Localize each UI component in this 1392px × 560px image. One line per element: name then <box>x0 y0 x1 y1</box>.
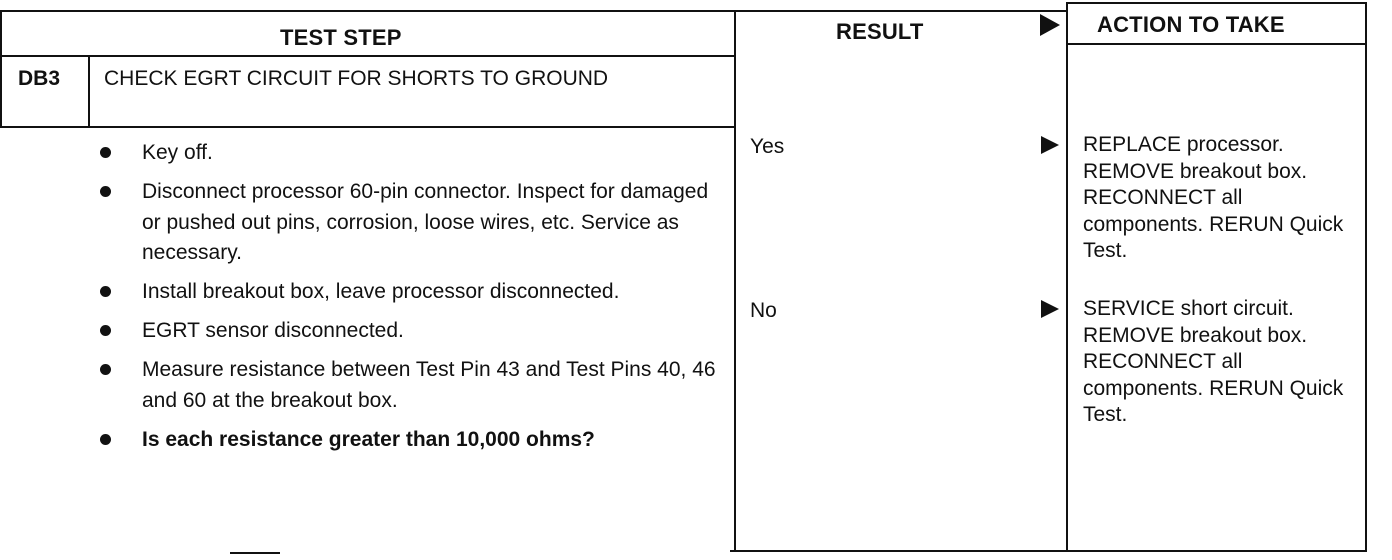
result-yes: Yes <box>750 135 785 158</box>
bullet-text: Disconnect processor 60-pin connector. I… <box>142 180 709 264</box>
result-column-divider <box>734 10 736 552</box>
bullet-dot-icon <box>100 286 111 297</box>
action-top-border <box>1066 2 1366 4</box>
bullet-text: Key off. <box>142 141 213 164</box>
bullet-egrt-disconnected: EGRT sensor disconnected. <box>96 316 716 347</box>
header-arrow-icon <box>1040 14 1060 36</box>
table-right-border <box>1365 2 1367 552</box>
bullet-install-breakout-box: Install breakout box, leave processor di… <box>96 277 716 308</box>
bullet-text: Install breakout box, leave processor di… <box>142 280 620 303</box>
step-bottom-mark <box>230 552 280 554</box>
table-left-border <box>0 10 2 128</box>
action-column-divider <box>1066 2 1068 552</box>
bullet-measure-resistance: Measure resistance between Test Pin 43 a… <box>96 355 716 416</box>
bullet-question: Is each resistance greater than 10,000 o… <box>96 425 716 456</box>
bullet-dot-icon <box>100 364 111 375</box>
result-yes-arrow-icon <box>1041 136 1059 154</box>
header-bottom-border <box>0 55 735 57</box>
bullet-text: Measure resistance between Test Pin 43 a… <box>142 358 716 412</box>
action-yes: REPLACE processor. REMOVE breakout box. … <box>1083 133 1344 262</box>
step-id-divider <box>88 56 90 128</box>
bullet-dot-icon <box>100 433 111 445</box>
table-bottom-border <box>730 550 1366 552</box>
bullet-key-off: Key off. <box>96 138 716 169</box>
bullet-dot-icon <box>100 147 111 158</box>
bullet-dot-icon <box>100 325 111 336</box>
result-no-arrow-icon <box>1041 300 1059 318</box>
action-header-bottom-border <box>1066 43 1366 45</box>
header-result: RESULT <box>836 19 924 44</box>
bullet-dot-icon <box>100 186 111 197</box>
step-id: DB3 <box>18 67 61 90</box>
bullet-text: EGRT sensor disconnected. <box>142 319 404 342</box>
step-title-bottom-border <box>0 126 735 128</box>
header-action: ACTION TO TAKE <box>1097 12 1285 37</box>
step-instruction-list: Key off. Disconnect processor 60-pin con… <box>96 138 716 464</box>
header-test-step: TEST STEP <box>280 25 402 50</box>
bullet-text: Is each resistance greater than 10,000 o… <box>142 427 595 451</box>
action-no: SERVICE short circuit. REMOVE breakout b… <box>1083 297 1344 426</box>
result-no: No <box>750 299 777 322</box>
bullet-disconnect-processor: Disconnect processor 60-pin connector. I… <box>96 177 716 269</box>
table-top-border <box>0 10 1066 12</box>
step-title: CHECK EGRT CIRCUIT FOR SHORTS TO GROUND <box>104 67 609 90</box>
